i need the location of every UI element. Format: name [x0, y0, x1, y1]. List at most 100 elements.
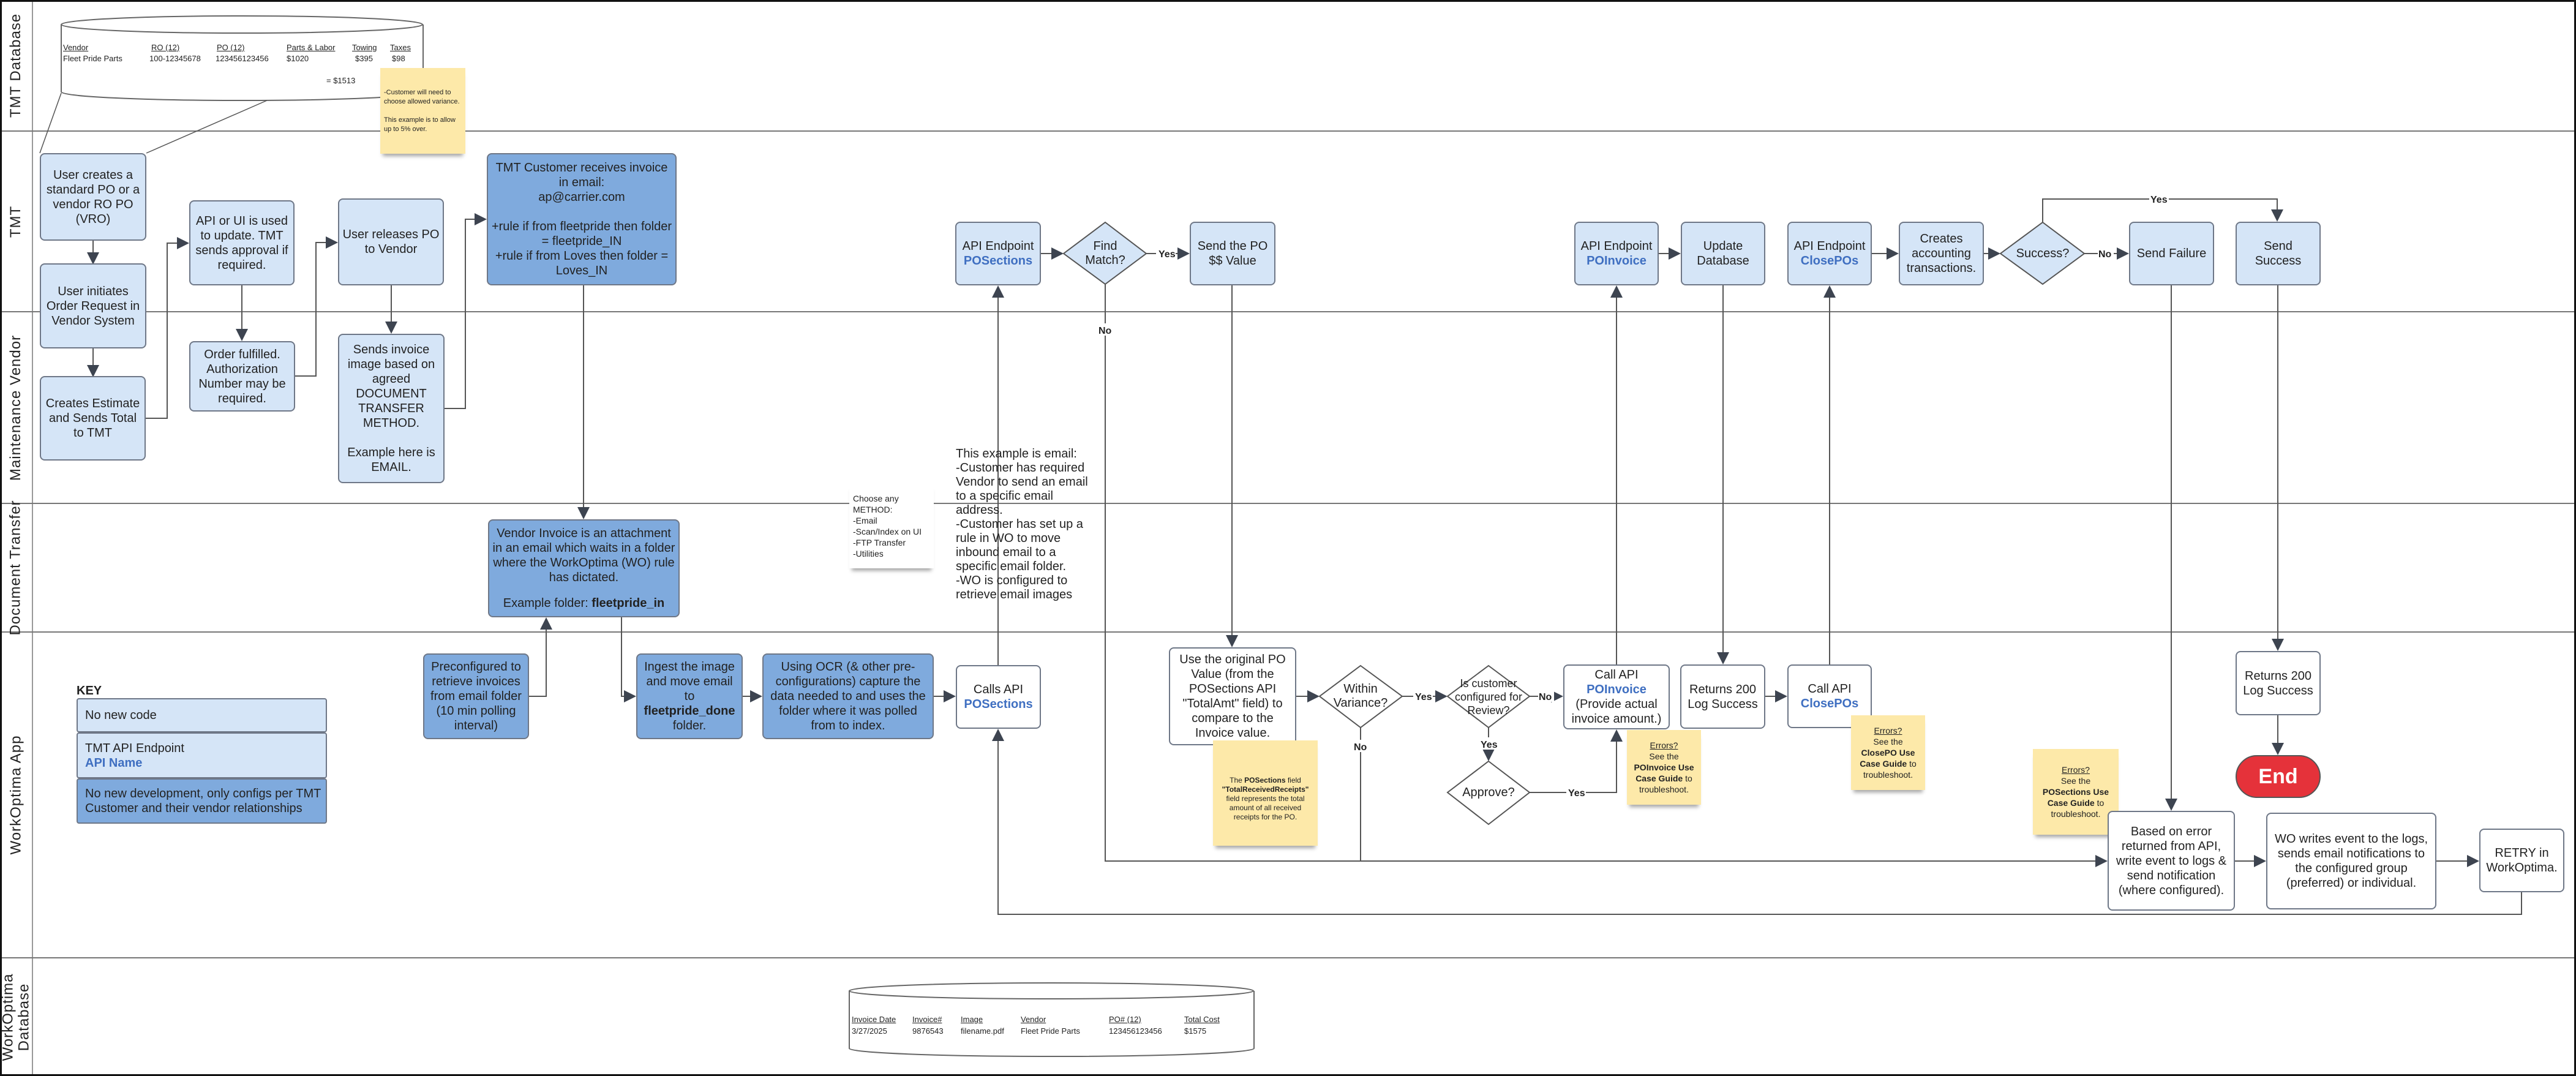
customer-receives-invoice-box[interactable]: TMT Customer receives invoice in email: … [487, 153, 677, 285]
edge-label-yes: Yes [1415, 692, 1432, 702]
tmt-db-cylinder-top [61, 15, 423, 34]
wo-db-cylinder-top [849, 982, 1254, 999]
preconfigured-box[interactable]: Preconfigured to retrieve invoices from … [423, 653, 529, 739]
create-estimate-box[interactable]: Creates Estimate and Sends Total to TMT [40, 376, 146, 461]
vendor-invoice-box[interactable]: Vendor Invoice is an attachment in an em… [488, 519, 680, 617]
cell: $98 [392, 54, 405, 63]
lane-maintenance-vendor: Maintenance Vendor [0, 312, 2576, 504]
col-header: Invoice Date [852, 1015, 896, 1024]
errors-link: Errors? [1650, 740, 1678, 750]
key-label: TMT API Endpoint [85, 741, 184, 755]
lane-tmt-database: TMT Database [0, 0, 2576, 132]
send-failure-box[interactable]: Send Failure [2129, 222, 2214, 285]
endpoint-label: API Endpoint [1580, 239, 1653, 253]
find-match-label: Find Match? [1085, 239, 1125, 267]
guide-name: POInvoice Use Case Guide [1634, 762, 1694, 783]
sends-invoice-box[interactable]: Sends invoice image based on agreed DOCU… [338, 334, 445, 483]
edge [621, 617, 636, 702]
note-text: field [1285, 776, 1301, 784]
lane-document-transfer: Document Transfer [0, 500, 2576, 636]
ingest-text-end: folder. [672, 719, 707, 732]
release-po-box[interactable]: User releases PO to Vendor [338, 198, 444, 285]
edge-label-yes: Yes [1158, 249, 1176, 260]
create-po-box[interactable]: User creates a standard PO or a vendor R… [40, 153, 146, 241]
edge-label-yes: Yes [2150, 195, 2168, 205]
note-bold: POSections [1244, 776, 1286, 784]
calls-api-label: Calls API [973, 683, 1024, 696]
edge [146, 237, 189, 419]
review-label: Is customer configured for Review? [1454, 677, 1523, 717]
errors-link: Errors? [2062, 765, 2090, 775]
approve-label: Approve? [1462, 785, 1515, 799]
send-po-value-box[interactable]: Send the PO $$ Value [1190, 222, 1275, 285]
total: = $1513 [326, 76, 356, 85]
col-header: Image [961, 1015, 983, 1024]
review-diamond [1446, 664, 1531, 729]
col-header: Invoice# [912, 1015, 942, 1024]
variance-sticky-note: -Customer will need to choose allowed va… [380, 68, 465, 154]
call-api-label: Call API [1808, 682, 1852, 696]
cell: Fleet Pride Parts [63, 54, 122, 63]
returns-200-success-box[interactable]: Returns 200 Log Success [2236, 651, 2321, 715]
note-bold: "TotalReceivedReceipts" [1222, 785, 1309, 794]
col-header: Vendor [1021, 1015, 1046, 1024]
based-on-error-box[interactable]: Based on error returned from API, write … [2108, 811, 2235, 911]
guide-name: ClosePO Use Case Guide [1860, 748, 1915, 769]
lane-tmt: TMT [0, 132, 2576, 312]
note-text: field represents the total amount of all… [1226, 794, 1305, 821]
update-database-box[interactable]: Update Database [1681, 222, 1765, 285]
success-diamond [1999, 221, 2086, 285]
edge-label-no: No [1098, 326, 1112, 336]
wo-writes-event-box[interactable]: WO writes event to the logs, sends email… [2266, 813, 2436, 909]
key-no-new-code: No new code [77, 698, 327, 732]
order-fulfilled-box[interactable]: Order fulfilled. Authorization Number ma… [189, 341, 295, 412]
api-name: POSections [964, 698, 1033, 711]
send-success-box[interactable]: Send Success [2236, 222, 2321, 285]
api-ui-update-box[interactable]: API or UI is used to update. TMT sends a… [189, 200, 295, 285]
cell: 3/27/2025 [852, 1026, 887, 1036]
api-name: ClosePOs [1800, 697, 1859, 710]
note-text: See the [1873, 737, 1903, 747]
cell: filename.pdf [961, 1026, 1004, 1036]
initiate-order-box[interactable]: User initiates Order Request in Vendor S… [40, 263, 146, 348]
edge [1105, 284, 2108, 867]
cell: $1020 [287, 54, 309, 63]
api-name: POSections [963, 254, 1033, 268]
col-header: RO (12) [151, 43, 180, 52]
edge [992, 729, 2522, 915]
note-text: The [1230, 776, 1245, 784]
cell: 9876543 [912, 1026, 944, 1036]
col-header: Vendor [63, 43, 89, 52]
edge-label-no: No [2098, 249, 2112, 260]
accounting-transactions-box[interactable]: Creates accounting transactions. [1899, 222, 1984, 285]
lane-workoptima-database: WorkOptima Database [0, 958, 2576, 1076]
cell: $395 [355, 54, 373, 63]
retry-box[interactable]: RETRY in WorkOptima. [2479, 829, 2564, 892]
methods-note: Choose any METHOD: -Email -Scan/Index on… [849, 483, 934, 568]
within-variance-label: Within Variance? [1333, 682, 1388, 710]
col-header: Taxes [390, 43, 411, 52]
returns-200-box[interactable]: Returns 200 Log Success [1680, 664, 1765, 729]
use-original-po-box[interactable]: Use the original PO Value (from the POSe… [1169, 647, 1296, 745]
calls-api-posections[interactable]: Calls API POSections [956, 665, 1041, 729]
email-example-note: This example is email: -Customer has req… [956, 447, 1088, 601]
cell: 123456123456 [216, 54, 269, 63]
within-variance-diamond [1318, 664, 1403, 729]
posections-field-note: The POSections field "TotalReceivedRecei… [1213, 740, 1318, 846]
cell: 123456123456 [1109, 1026, 1162, 1036]
approve-diamond [1446, 760, 1531, 826]
end-terminal: End [2236, 755, 2321, 798]
note-text: to troubleshoot. [1863, 759, 1917, 780]
success-label: Success? [2016, 246, 2070, 260]
ocr-box[interactable]: Using OCR (& other pre-configurations) c… [762, 653, 934, 739]
edge-label-yes: Yes [1568, 788, 1585, 799]
